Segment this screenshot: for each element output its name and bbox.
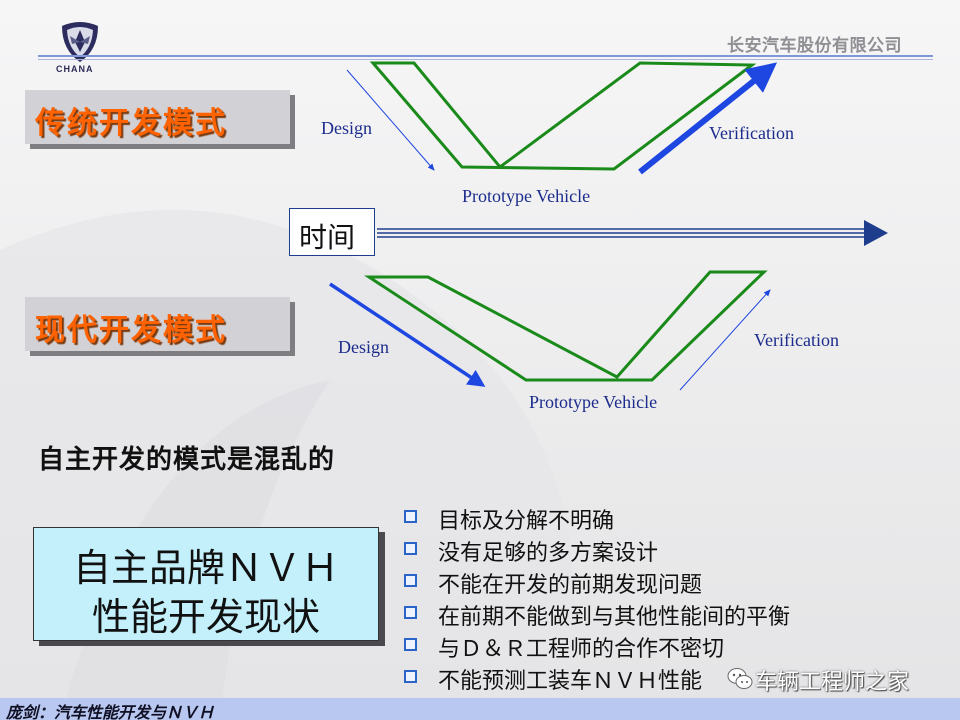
watermark-text: 车辆工程师之家 [755,670,910,695]
traditional-design-label: Design [321,118,372,138]
timeline-arrow [377,220,888,246]
checkbox-bullet-icon [404,510,417,523]
nvh-status-box: 自主品牌ＮＶＨ 性能开发现状 [33,527,379,641]
modern-v-shape [363,270,768,382]
checkbox-bullet-icon [404,542,417,555]
modern-design-arrow [329,282,486,387]
chana-logo-icon [62,22,98,62]
header-rule [38,55,933,57]
time-label: 时间 [299,221,356,254]
checkbox-bullet-icon [404,574,417,587]
traditional-v-shape [369,61,757,171]
traditional-mode-box: 传统开发模式 [25,90,290,144]
wechat-icon [727,668,753,689]
traditional-mode-title: 传统开发模式 [35,106,227,141]
modern-design-label: Design [338,337,389,357]
modern-mode-title: 现代开发模式 [35,313,227,348]
logo-text: CHANA [56,64,94,74]
traditional-verification-label: Verification [709,123,794,143]
modern-verification-arrow [679,289,771,391]
modern-verification-label: Verification [754,330,839,350]
nvh-box-line1: 自主品牌ＮＶＨ [72,546,339,590]
header-rule-thin [38,59,933,60]
footer-text: 庞剑：汽车性能开发与ＮＶＨ [6,703,215,720]
checkbox-bullet-icon [404,670,417,683]
checkbox-bullet-icon [404,606,417,619]
company-name: 长安汽车股份有限公司 [727,36,902,56]
modern-mode-box: 现代开发模式 [25,297,290,351]
checkbox-bullet-icon [404,638,417,651]
traditional-prototype-label: Prototype Vehicle [462,186,591,206]
time-label-box: 时间 [289,208,375,256]
traditional-verification-arrow [638,62,778,175]
modern-prototype-label: Prototype Vehicle [529,392,658,412]
footer-bar: 庞剑：汽车性能开发与ＮＶＨ [0,698,960,720]
traditional-design-arrow [346,69,435,171]
nvh-box-line2: 性能开发现状 [91,595,320,639]
status-heading: 自主开发的模式是混乱的 [38,445,336,475]
